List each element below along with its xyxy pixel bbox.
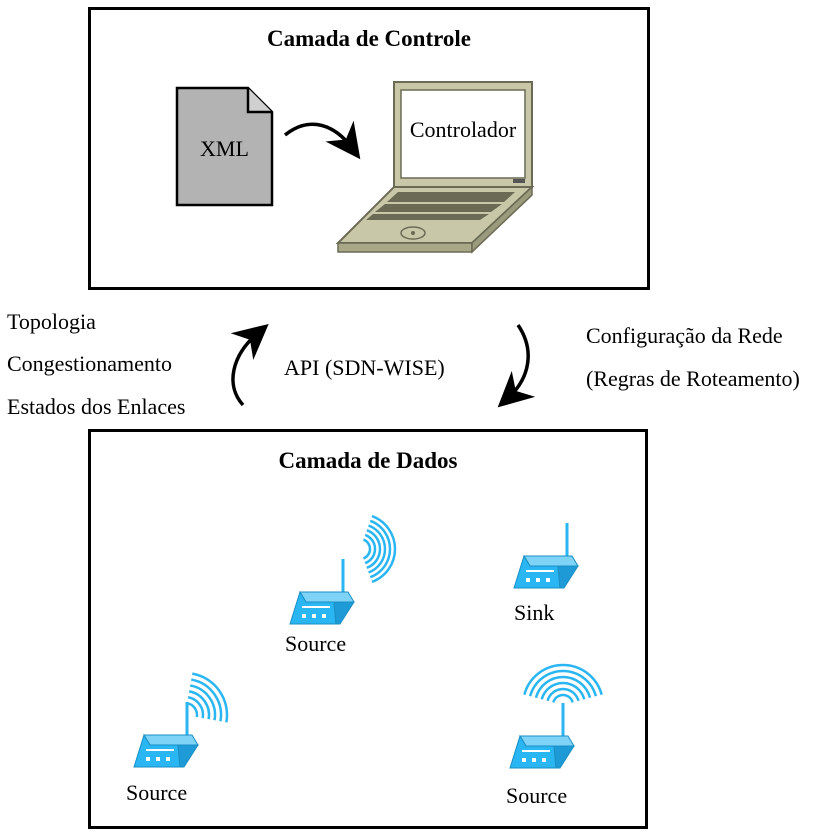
radio-waves: [186, 514, 603, 723]
data-layer-title: Camada de Dados: [278, 448, 458, 473]
wireless-sensor-icon: [513, 523, 579, 589]
node-label-sink: Sink: [514, 600, 555, 625]
downward-label-1: Configuração da Rede: [586, 323, 783, 348]
laptop-icon: [335, 81, 535, 254]
document-icon: [175, 86, 274, 207]
sensor-nodes: [133, 523, 579, 769]
api-label: API (SDN-WISE): [284, 355, 445, 380]
wireless-sensor-icon: [509, 703, 575, 769]
node-label-source-left: Source: [126, 780, 188, 805]
controller-label: Controlador: [409, 117, 517, 142]
upward-label-3: Estados dos Enlaces: [7, 394, 186, 419]
xml-label: XML: [200, 136, 249, 161]
upward-label-2: Congestionamento: [7, 351, 172, 376]
radio-waves-icon: [523, 663, 603, 703]
upward-arrow-icon: [230, 323, 269, 407]
upward-label-1: Topologia: [7, 309, 96, 334]
downward-arrow-icon: [497, 324, 536, 408]
radio-waves-icon: [362, 514, 397, 584]
node-label-source-right: Source: [506, 783, 568, 808]
wireless-sensor-icon: [133, 702, 199, 768]
node-label-source-middle: Source: [285, 631, 347, 656]
control-layer-title: Camada de Controle: [266, 26, 471, 51]
wireless-sensor-icon: [289, 559, 355, 625]
curved-arrow-icon: [283, 120, 361, 160]
downward-label-2: (Regras de Roteamento): [586, 366, 800, 391]
radio-waves-icon: [186, 672, 229, 723]
